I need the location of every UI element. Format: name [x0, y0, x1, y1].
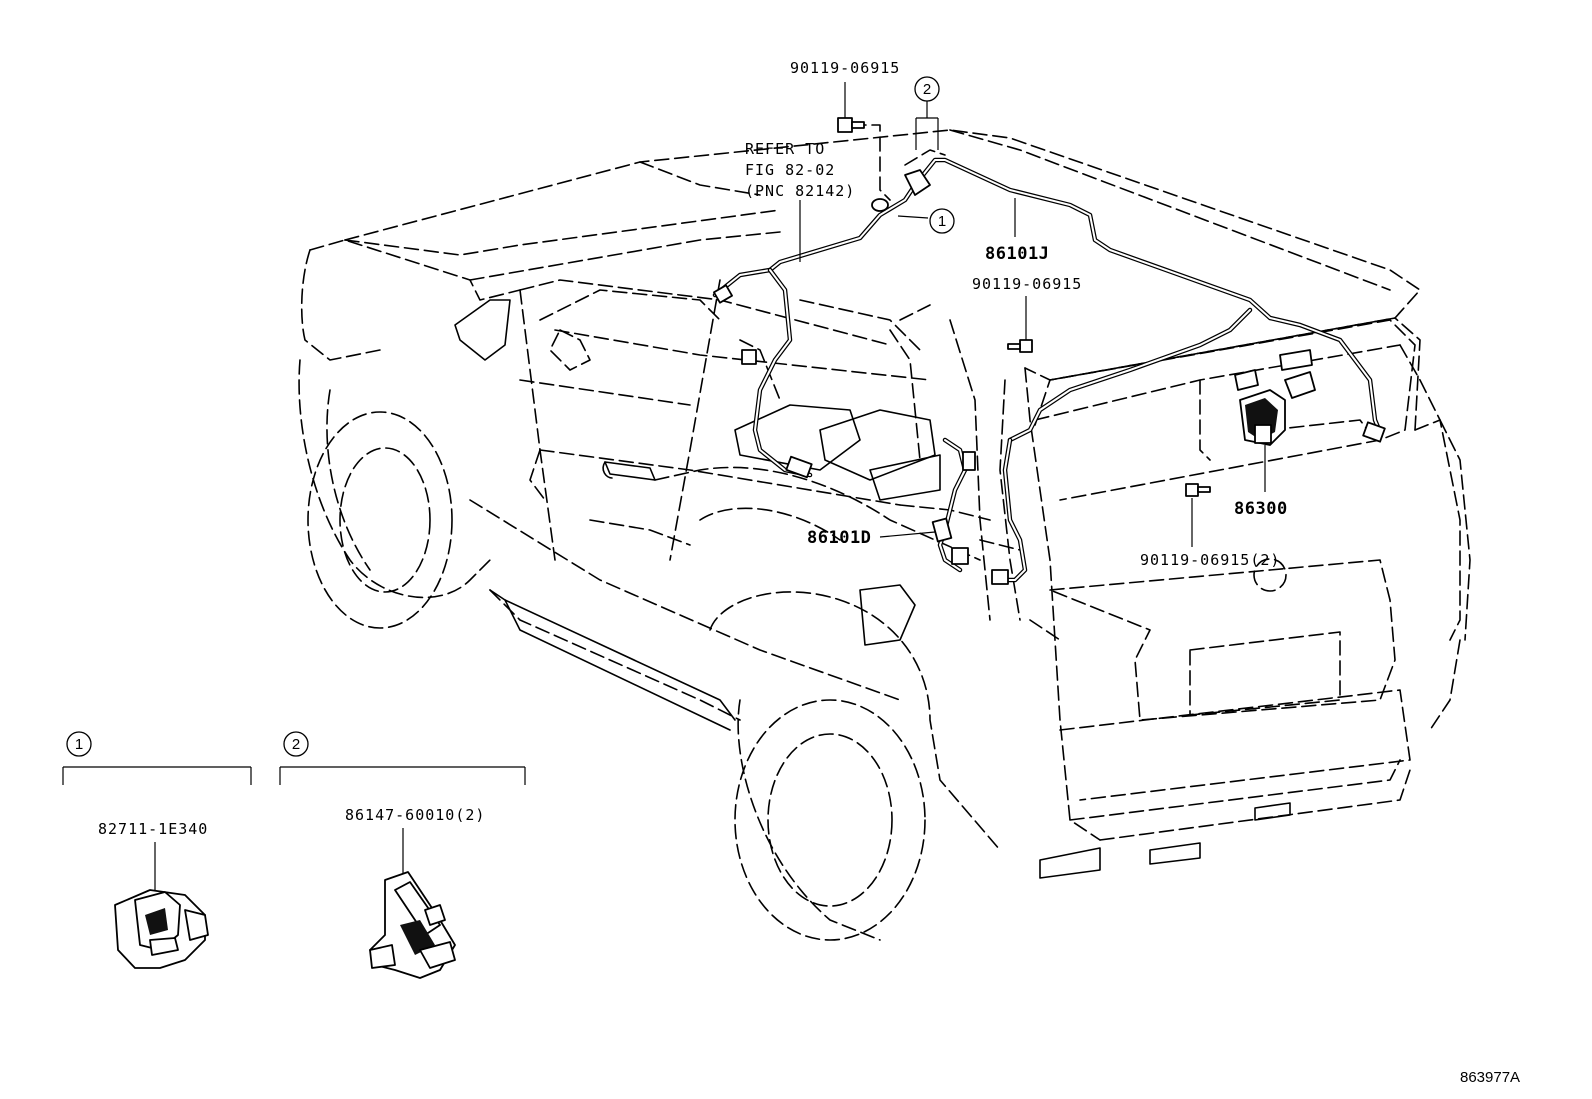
- wire-harness-roof: [712, 157, 1383, 583]
- callout-circle-1-main: 1: [929, 208, 955, 234]
- label-connector-part: 82711-1E340: [98, 820, 208, 838]
- label-camera: 86300: [1234, 499, 1288, 519]
- label-bolt-mid: 90119-06915: [972, 275, 1082, 293]
- label-refer-line1: REFER TO: [745, 140, 825, 158]
- bolt-mid-icon: [1007, 339, 1033, 353]
- label-clamp-part: 86147-60010(2): [345, 806, 485, 824]
- label-harness-quarter: 86101D: [807, 528, 871, 548]
- rear-camera-assembly: [1234, 349, 1316, 446]
- label-bolt-top: 90119-06915: [790, 59, 900, 77]
- callout-circle-2-kit: 2: [283, 731, 309, 757]
- label-harness-roof: 86101J: [985, 244, 1049, 264]
- wire-harness-quarter: [931, 437, 976, 573]
- svg-text:1: 1: [75, 736, 83, 753]
- harness-connectors: [713, 169, 1386, 585]
- vehicle-outline: [298, 124, 1471, 941]
- leader-lines: [62, 82, 1266, 890]
- bolt-top-icon: [837, 117, 865, 133]
- label-refer-line3: (PNC 82142): [745, 182, 855, 200]
- svg-text:1: 1: [938, 213, 946, 230]
- clamp-86147-icon: [369, 871, 456, 979]
- connector-82711-icon: [114, 889, 209, 969]
- label-bolt-rear: 90119-06915(2): [1140, 551, 1280, 569]
- callout-circle-1-kit: 1: [66, 731, 92, 757]
- svg-text:2: 2: [923, 81, 931, 98]
- figure-number: 863977A: [1460, 1069, 1520, 1086]
- bolt-rear-icon: [1185, 483, 1211, 497]
- label-refer-line2: FIG 82-02: [745, 161, 835, 179]
- svg-text:2: 2: [292, 736, 300, 753]
- callout-circle-2-main: 2: [914, 76, 940, 102]
